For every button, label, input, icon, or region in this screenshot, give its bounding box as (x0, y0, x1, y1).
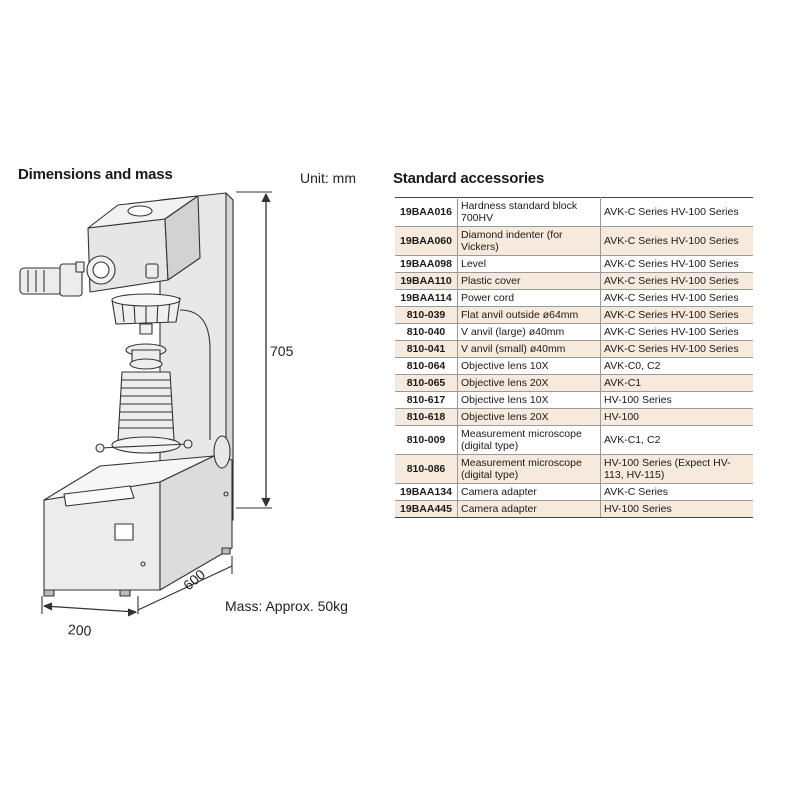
accessory-description: Objective lens 20X (457, 374, 601, 392)
height-dimension-line (236, 191, 272, 509)
accessory-model: AVK-C Series HV-100 Series (600, 323, 753, 341)
accessory-model: HV-100 (600, 408, 753, 426)
accessory-code: 19BAA134 (395, 483, 458, 501)
accessory-model: AVK-C Series HV-100 Series (600, 226, 753, 256)
accessory-description: Camera adapter (457, 483, 601, 501)
accessories-title: Standard accessories (393, 170, 545, 187)
accessory-code: 19BAA445 (395, 500, 458, 518)
accessory-description: Level (457, 255, 601, 273)
accessory-description: V anvil (small) ø40mm (457, 340, 601, 358)
accessory-description: Camera adapter (457, 500, 601, 518)
width-dimension-line (41, 596, 137, 617)
accessory-description: Power cord (457, 289, 601, 307)
column-arm (179, 309, 211, 440)
accessory-description: Plastic cover (457, 272, 601, 290)
accessory-model: AVK-C Series HV-100 Series (600, 306, 753, 324)
accessory-description: Measurement microscope (digital type) (457, 454, 601, 484)
accessory-model: HV-100 Series (Expect HV-113, HV-115) (600, 454, 753, 484)
dimensions-title: Dimensions and mass (18, 166, 173, 183)
elevating-screw (95, 343, 193, 454)
accessory-code: 810-064 (395, 357, 458, 375)
tester-base (43, 435, 233, 597)
accessory-model: AVK-C Series (600, 483, 753, 501)
accessory-model: AVK-C Series HV-100 Series (600, 197, 753, 227)
accessory-code: 19BAA110 (395, 272, 458, 290)
unit-label: Unit: mm (300, 170, 356, 186)
width-dimension-label: 200 (67, 621, 92, 639)
accessory-model: HV-100 Series (600, 391, 753, 409)
accessory-code: 19BAA114 (395, 289, 458, 307)
depth-dimension-line (137, 556, 233, 614)
accessory-description: V anvil (large) ø40mm (457, 323, 601, 341)
height-dimension-label: 705 (270, 343, 294, 359)
accessory-model: AVK-C1, C2 (600, 425, 753, 455)
accessory-description: Diamond indenter (for Vickers) (457, 226, 601, 256)
accessory-description: Measurement microscope (digital type) (457, 425, 601, 455)
accessory-model: AVK-C Series HV-100 Series (600, 255, 753, 273)
accessory-description: Flat anvil outside ø64mm (457, 306, 601, 324)
accessory-description: Hardness standard block 700HV (457, 197, 601, 227)
accessory-model: AVK-C1 (600, 374, 753, 392)
objective-turret (111, 293, 181, 335)
accessory-model: AVK-C0, C2 (600, 357, 753, 375)
accessory-model: AVK-C Series HV-100 Series (600, 340, 753, 358)
accessory-description: Objective lens 10X (457, 357, 601, 375)
accessory-code: 810-009 (395, 425, 458, 455)
accessory-code: 19BAA098 (395, 255, 458, 273)
accessory-model: AVK-C Series HV-100 Series (600, 289, 753, 307)
accessory-code: 810-065 (395, 374, 458, 392)
accessory-code: 19BAA060 (395, 226, 458, 256)
accessory-model: HV-100 Series (600, 500, 753, 518)
accessory-code: 810-039 (395, 306, 458, 324)
accessory-description: Objective lens 10X (457, 391, 601, 409)
accessory-code: 810-617 (395, 391, 458, 409)
accessory-code: 810-086 (395, 454, 458, 484)
accessory-description: Objective lens 20X (457, 408, 601, 426)
accessory-code: 810-618 (395, 408, 458, 426)
mass-label: Mass: Approx. 50kg (225, 598, 348, 614)
accessory-code: 810-040 (395, 323, 458, 341)
accessory-code: 19BAA016 (395, 197, 458, 227)
accessory-model: AVK-C Series HV-100 Series (600, 272, 753, 290)
eyepiece (19, 255, 159, 297)
accessory-code: 810-041 (395, 340, 458, 358)
